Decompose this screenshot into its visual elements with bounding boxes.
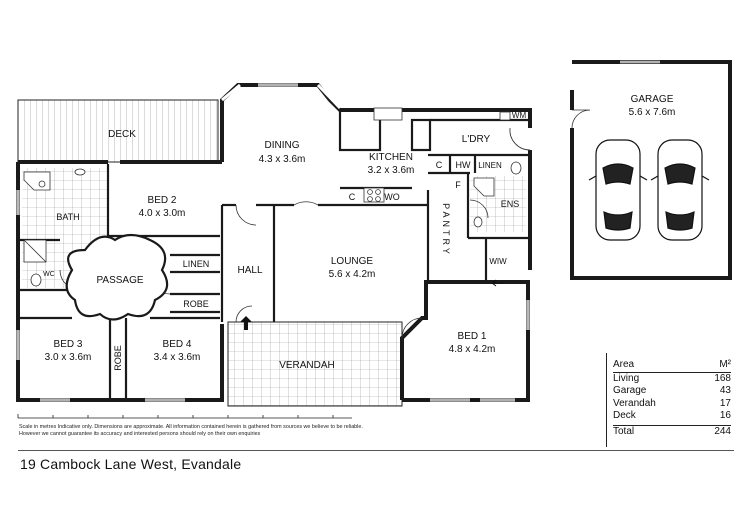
area-row-label: Verandah [613, 397, 656, 409]
car-icon [650, 139, 710, 241]
label-bed4-size: 3.4 x 3.6m [154, 352, 201, 363]
garage-arrow-icon [491, 279, 504, 287]
car-icon [588, 139, 648, 241]
label-lounge-size: 5.6 x 4.2m [329, 269, 376, 280]
label-garage: GARAGE [631, 94, 674, 105]
label-bed4: BED 4 [163, 339, 192, 350]
scale-bar [17, 414, 352, 419]
label-ens: ENS [501, 199, 520, 209]
area-header-label: Area [613, 359, 635, 370]
area-table-header: Area M² [613, 359, 731, 373]
area-row: Verandah 17 [613, 398, 731, 411]
area-row: Living 168 [613, 373, 731, 386]
fixtures [23, 107, 522, 287]
area-total-value: 244 [714, 425, 731, 437]
label-bed2-size: 4.0 x 3.0m [139, 208, 186, 219]
label-kitchen-size: 3.2 x 3.6m [368, 165, 415, 176]
label-cupboard-2: C [349, 192, 356, 202]
label-verandah: VERANDAH [279, 360, 335, 371]
garage-structure [570, 60, 732, 280]
area-row-value: 43 [719, 385, 731, 396]
label-linen: LINEN [183, 259, 210, 269]
label-wiw: WIW [489, 257, 507, 266]
label-bed2: BED 2 [148, 195, 177, 206]
area-row-value: 16 [719, 410, 731, 421]
label-bath: BATH [56, 212, 79, 222]
area-total-row: Total 244 [613, 424, 731, 439]
window-lines [17, 84, 529, 401]
deck-area [17, 99, 219, 163]
label-wo: WO [384, 192, 400, 202]
label-linen-ens: LINEN [478, 161, 502, 170]
area-table-frame [606, 353, 607, 447]
label-bed3-size: 3.0 x 3.6m [45, 352, 92, 363]
label-robe: ROBE [183, 299, 209, 309]
address-divider [18, 450, 734, 451]
room-labels: DECK DINING 4.3 x 3.6m KITCHEN 3.2 x 3.6… [43, 94, 675, 371]
label-pantry: PANTRY [441, 203, 451, 257]
label-dining-size: 4.3 x 3.6m [259, 154, 306, 165]
area-header-unit: M² [719, 359, 731, 370]
entry-arrow-icon [240, 316, 252, 330]
disclaimer-text: Scale in metres Indicative only. Dimensi… [19, 424, 363, 437]
property-address: 19 Cambock Lane West, Evandale [20, 456, 242, 472]
label-lounge: LOUNGE [331, 256, 374, 267]
area-row-label: Living [613, 372, 640, 384]
area-row-label: Garage [613, 385, 647, 396]
label-passage: PASSAGE [96, 275, 143, 286]
area-row-value: 17 [719, 397, 731, 409]
label-bed1-size: 4.8 x 4.2m [449, 344, 496, 355]
area-row-label: Deck [613, 410, 636, 421]
label-robe-vertical: ROBE [113, 345, 123, 371]
label-wm: WM [512, 111, 527, 120]
label-hall: HALL [237, 265, 262, 276]
label-wc: WC [43, 271, 55, 278]
label-laundry: L'DRY [462, 134, 491, 145]
area-row-value: 168 [714, 372, 731, 384]
label-bed3: BED 3 [54, 339, 83, 350]
area-row: Garage 43 [613, 385, 731, 398]
area-row: Deck 16 [613, 410, 731, 423]
area-table: Area M² Living 168 Garage 43 Verandah 17… [613, 359, 731, 438]
label-fridge: F [455, 180, 461, 190]
label-cupboard-1: C [436, 160, 443, 170]
passage-shape [65, 233, 169, 321]
label-dining: DINING [265, 140, 300, 151]
label-garage-size: 5.6 x 7.6m [629, 107, 676, 118]
area-total-label: Total [613, 425, 635, 437]
label-hw: HW [456, 160, 471, 170]
label-kitchen: KITCHEN [369, 152, 413, 163]
label-deck: DECK [108, 129, 136, 140]
label-bed1: BED 1 [458, 331, 487, 342]
